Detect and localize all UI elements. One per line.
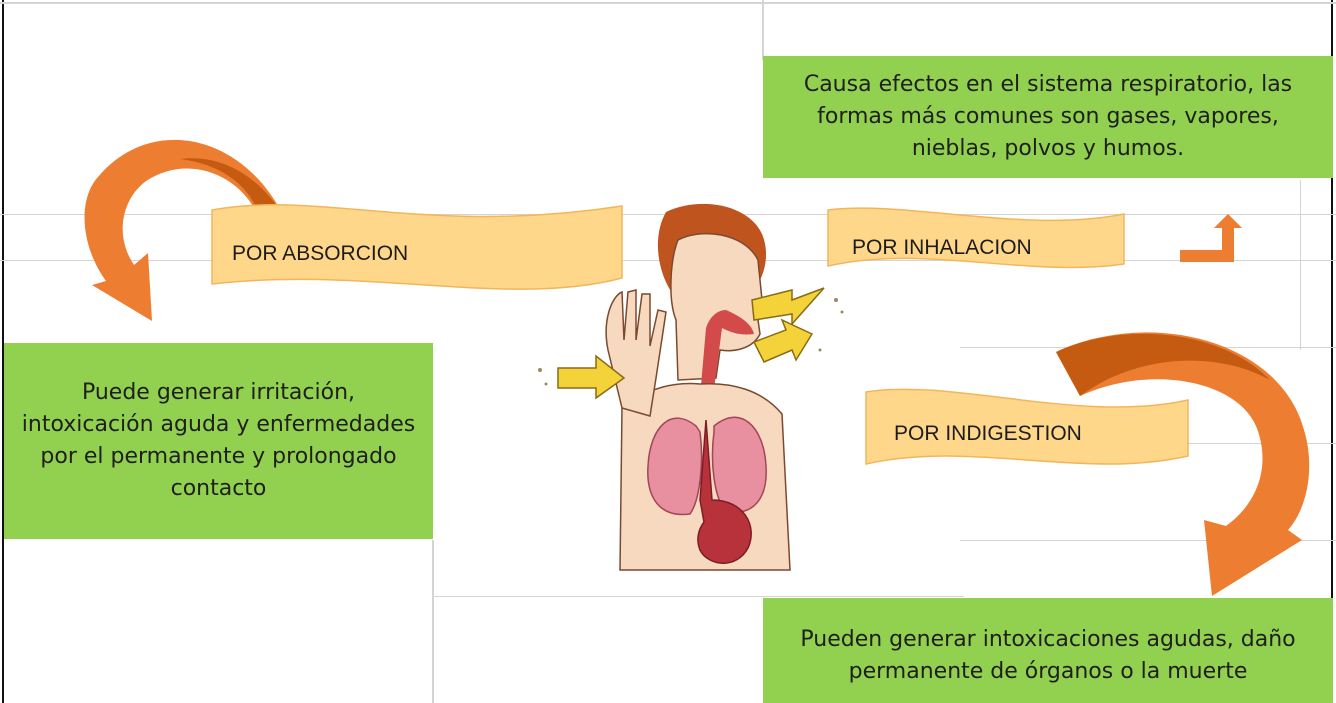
right-border (1331, 0, 1333, 703)
gridline (432, 596, 964, 597)
ingestion-effect-box: Pueden generar intoxicaciones agudas, da… (763, 598, 1333, 703)
gridline (960, 540, 1336, 541)
inhalation-effect-box: Causa efectos en el sistema respiratorio… (763, 56, 1333, 178)
curved-arrow-right-icon (1056, 332, 1310, 596)
absorption-banner (211, 204, 623, 290)
gridline (0, 2, 1336, 4)
ingestion-banner (865, 388, 1189, 465)
respiratory-system-illustration (538, 203, 844, 571)
absorption-effect-box: Puede generar irritación, intoxicación a… (4, 343, 433, 539)
left-border (2, 0, 4, 703)
bent-arrow-icon (1180, 214, 1242, 262)
inhalation-banner-label: POR INHALACION (852, 236, 1032, 259)
gridline (432, 540, 434, 703)
inhalation-banner (827, 207, 1125, 269)
absorption-effect-text: Puede generar irritación, intoxicación a… (21, 380, 416, 501)
ingestion-effect-text: Pueden generar intoxicaciones agudas, da… (800, 626, 1296, 684)
ingestion-banner-label: POR INDIGESTION (894, 422, 1082, 445)
absorption-banner-label: POR ABSORCION (232, 242, 409, 265)
gridline (1300, 180, 1301, 350)
inhalation-effect-text: Causa efectos en el sistema respiratorio… (803, 72, 1293, 161)
gridline (762, 0, 764, 60)
